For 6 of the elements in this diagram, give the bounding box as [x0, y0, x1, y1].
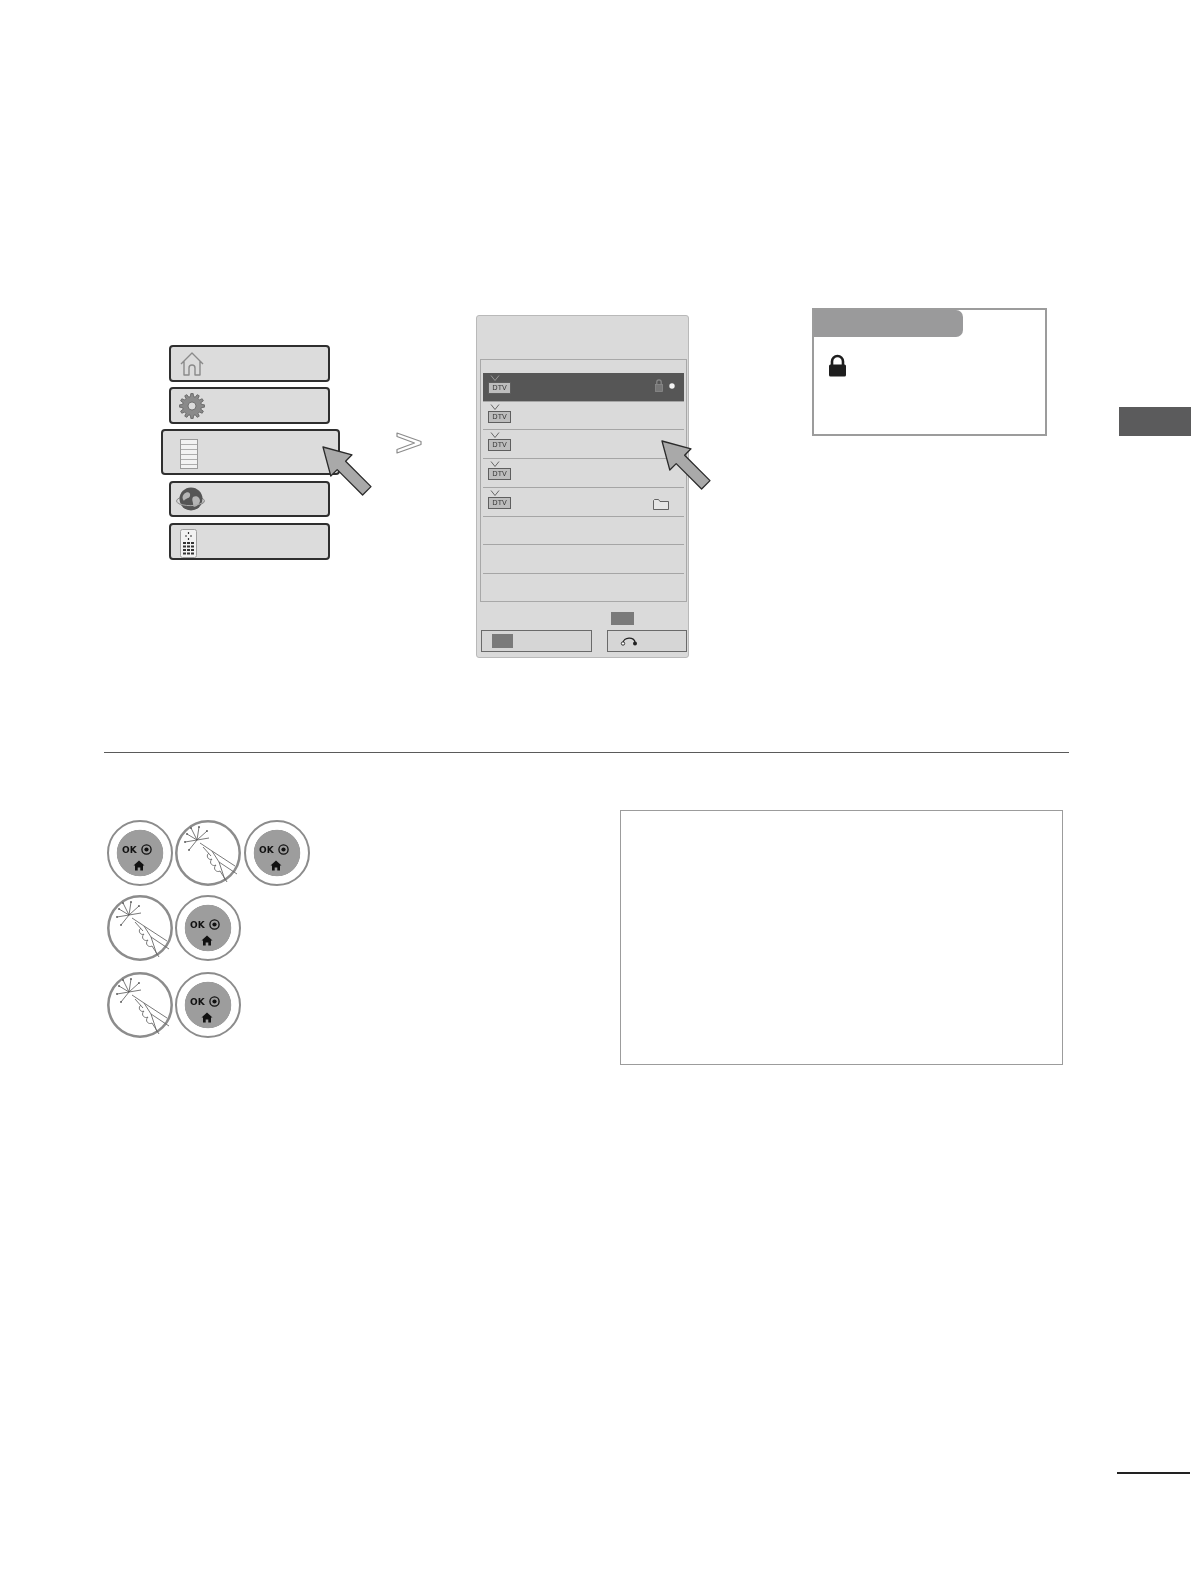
ok-label: OK — [190, 996, 206, 1008]
note-box — [812, 308, 1047, 436]
ok-label: OK — [122, 844, 138, 856]
ok-label: OK — [190, 919, 206, 931]
info-box — [620, 810, 1063, 1065]
ok-label: OK — [259, 844, 275, 856]
